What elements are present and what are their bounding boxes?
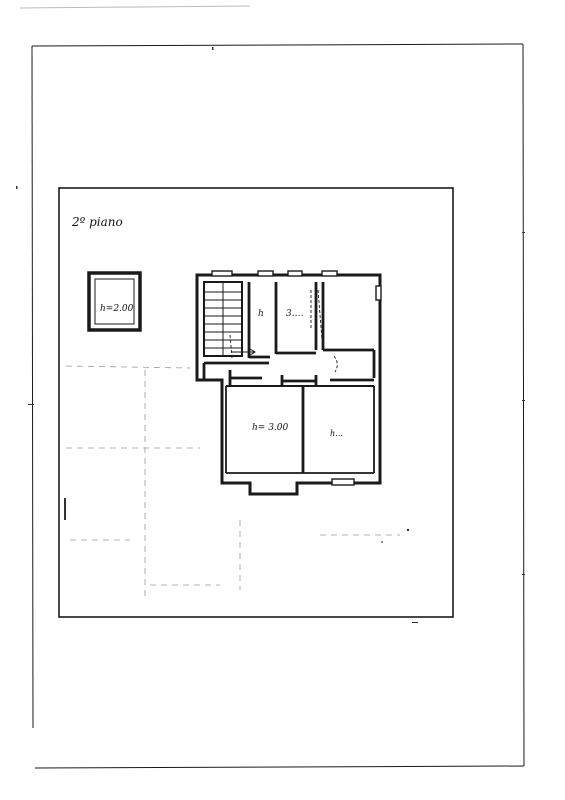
staircase [203,281,256,357]
main-room-height: h= 3.00 [252,423,289,433]
outer-frame [19,5,525,769]
small-room: h=2.00 [87,271,142,332]
scan-guide-lines [65,365,400,600]
scan-marks [16,47,525,623]
small-room-height: h=2.00 [100,304,134,314]
main-building [195,270,382,496]
floor-label: 2º piano [71,215,123,229]
room-b-label: 3.… [286,309,304,319]
door-marks [229,289,338,373]
plan-frame [58,187,454,618]
top-windows [211,270,382,486]
room-a-label: h [258,309,264,319]
interior-walls [202,282,376,474]
room-c-label: h… [330,429,343,438]
